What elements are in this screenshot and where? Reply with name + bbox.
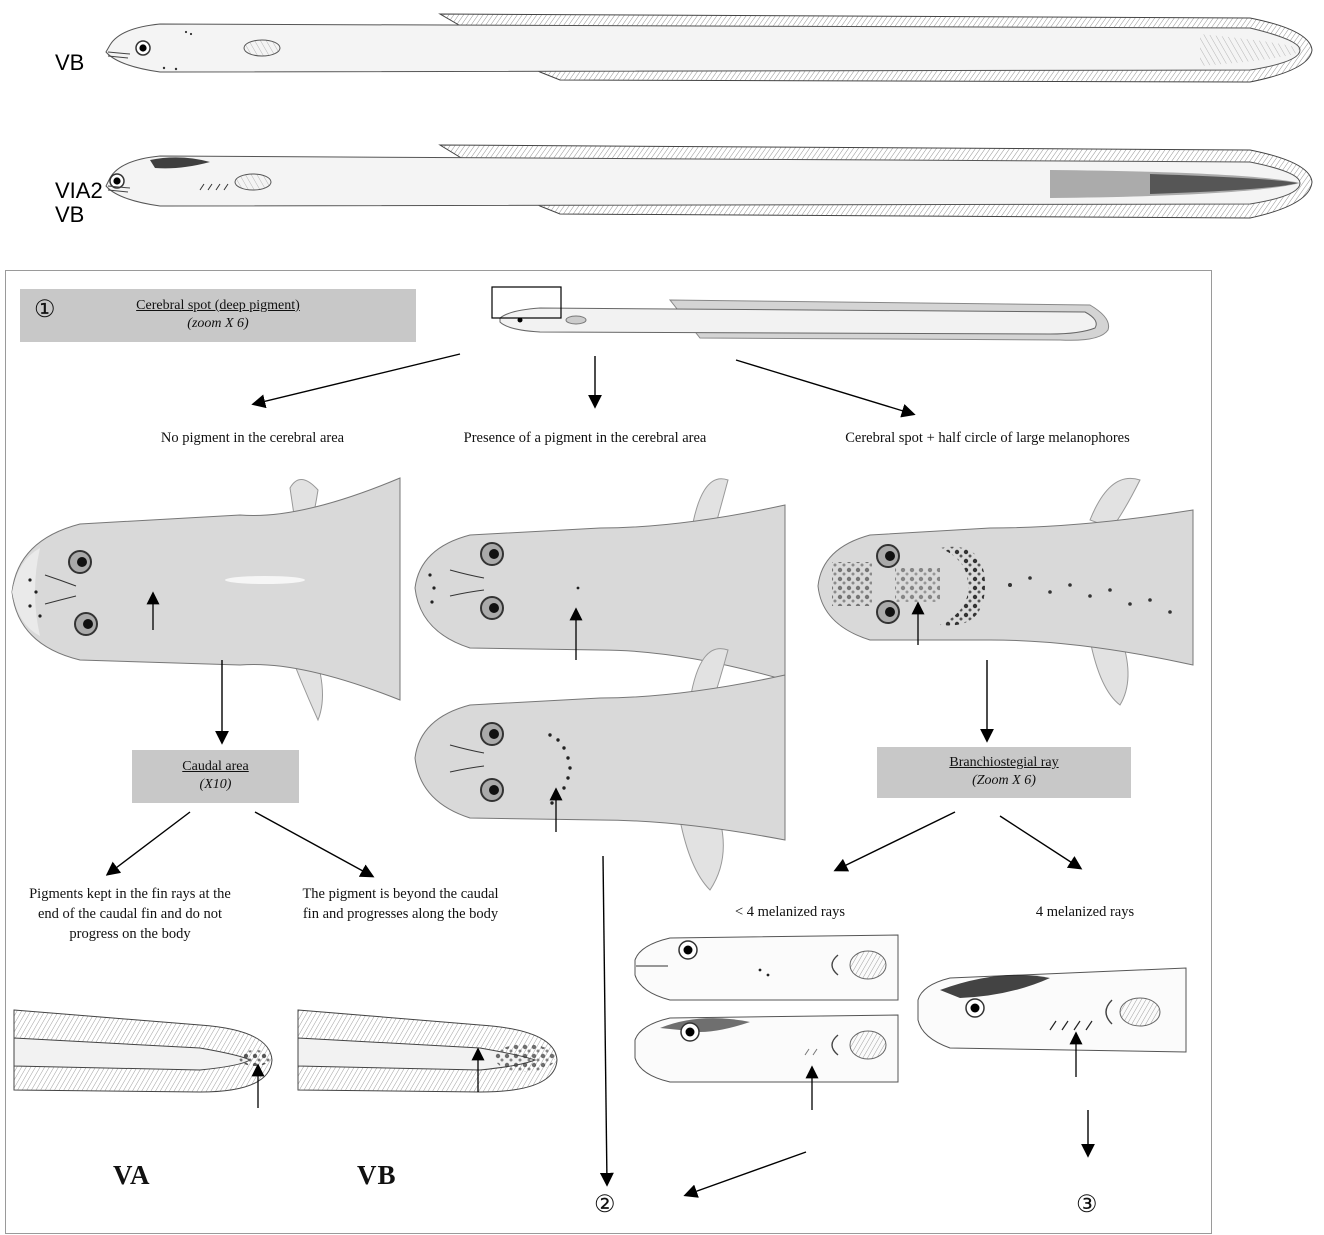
- arrow-caudal-to-beyond: [255, 812, 372, 876]
- label-no-pigment: No pigment in the cerebral area: [110, 428, 395, 448]
- head-presence-b: [415, 649, 785, 890]
- stage-vb-label: VB: [357, 1160, 397, 1191]
- head-spot-half-circle: [818, 478, 1193, 705]
- arrow-to-no-pigment: [254, 354, 460, 404]
- caudal-area-title: Caudal area: [132, 758, 299, 776]
- branchiostegial-subtitle: (Zoom X 6): [877, 772, 1131, 790]
- stage-va-label: VA: [113, 1160, 151, 1191]
- arrow-branchio-to-less: [836, 812, 955, 870]
- head-presence-a: [415, 479, 785, 680]
- label-less-4-rays: < 4 melanized rays: [700, 902, 880, 922]
- tail-va: [14, 1010, 272, 1108]
- ray-head-less-a: [635, 935, 898, 1000]
- branchiostegial-box: Branchiostegial ray (Zoom X 6): [877, 747, 1131, 798]
- arrow-branchio-to-four: [1000, 816, 1080, 868]
- label-caudal-beyond: The pigment is beyond the caudal fin and…: [293, 884, 508, 924]
- small-eel-reference: [492, 287, 1109, 340]
- next-step-3: ③: [1076, 1190, 1098, 1219]
- branchiostegial-title: Branchiostegial ray: [877, 754, 1131, 772]
- ray-head-four: [918, 968, 1186, 1077]
- label-presence: Presence of a pigment in the cerebral ar…: [420, 428, 750, 448]
- ray-head-less-b: [635, 1015, 898, 1110]
- arrow-less-to-step2: [686, 1152, 806, 1195]
- arrow-to-spot-half-circle: [736, 360, 913, 414]
- label-4-rays: 4 melanized rays: [995, 902, 1175, 922]
- caudal-area-subtitle: (X10): [132, 776, 299, 794]
- tail-vb: [298, 1010, 557, 1092]
- arrow-caudal-to-kept: [108, 812, 190, 874]
- label-caudal-kept: Pigments kept in the fin rays at the end…: [20, 884, 240, 944]
- caudal-area-box: Caudal area (X10): [132, 750, 299, 803]
- label-spot-half-circle: Cerebral spot + half circle of large mel…: [840, 428, 1135, 448]
- head-no-pigment: [12, 478, 400, 720]
- next-step-2: ②: [594, 1190, 616, 1219]
- arrow-to-step2: [603, 856, 607, 1184]
